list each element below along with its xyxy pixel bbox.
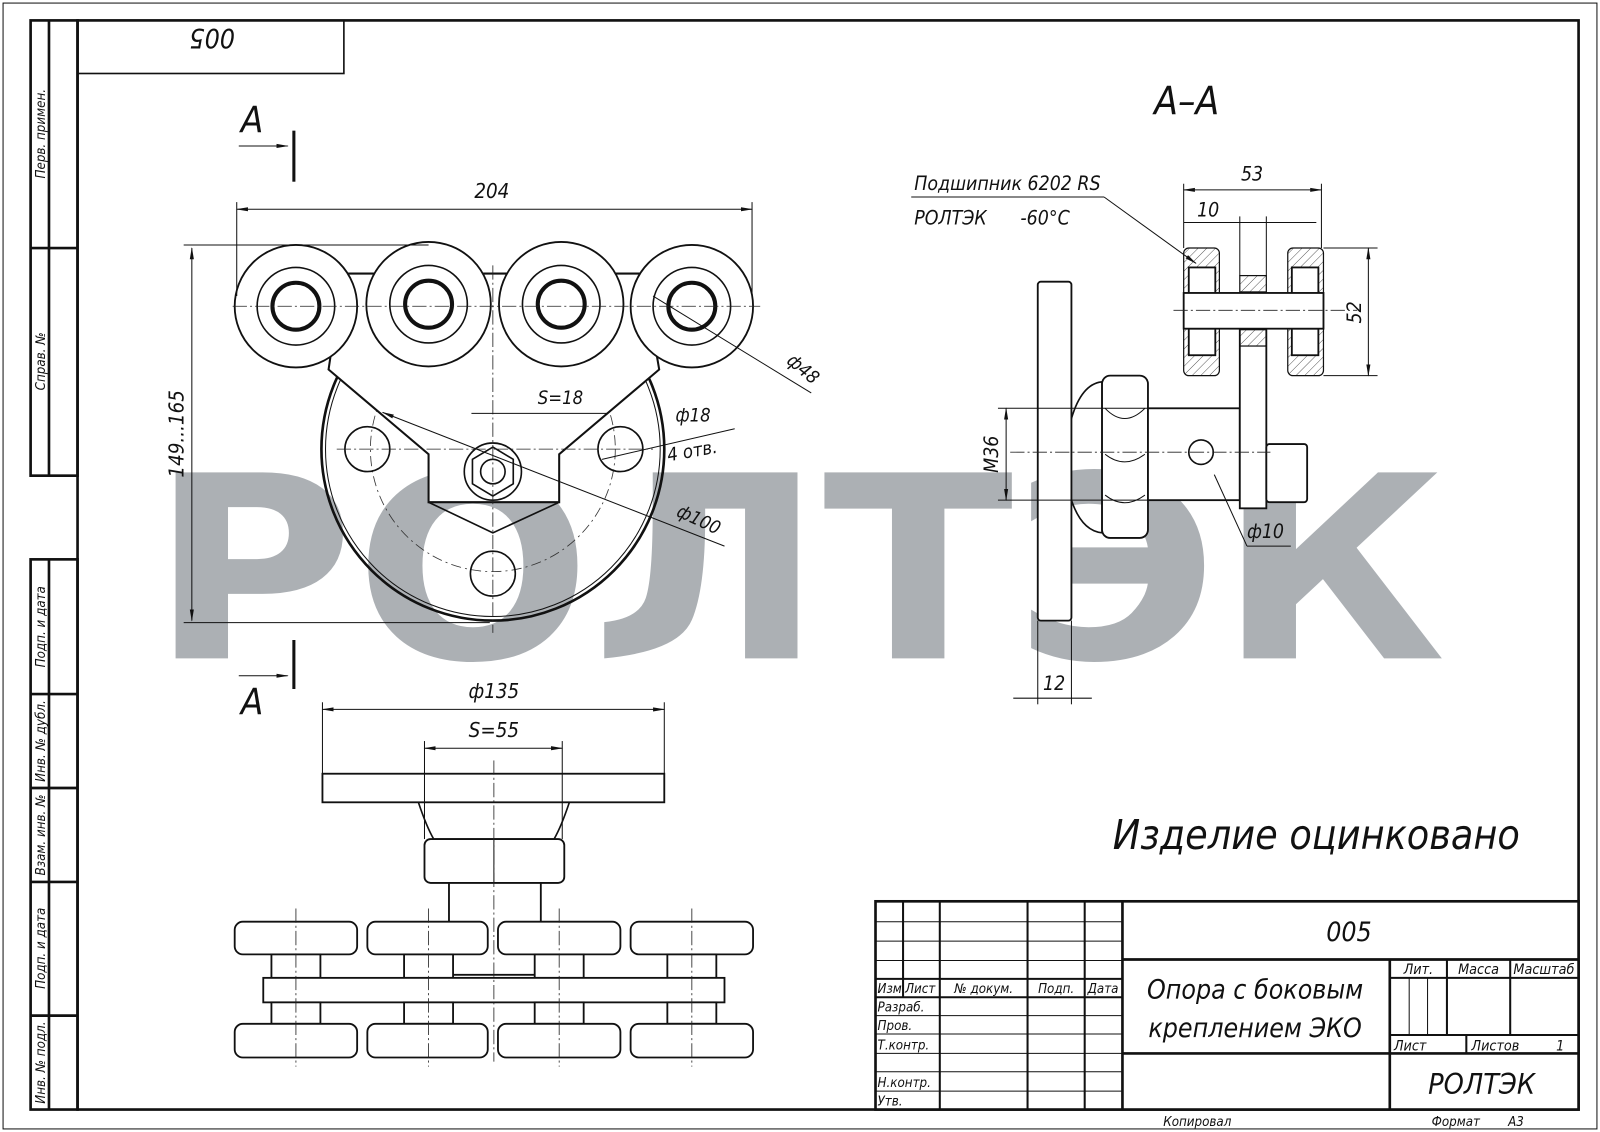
strip-label: Перв. примен. <box>34 89 49 179</box>
strip-label: Справ. № <box>34 332 49 390</box>
section-mark-bottom: А <box>239 681 264 724</box>
strip-label: Инв. № дубл. <box>33 700 49 782</box>
coating-note: Изделие оцинковано <box>1113 811 1520 859</box>
product-name-line1: Опора с боковым <box>1147 974 1363 1005</box>
dim-10: 10 <box>1197 198 1219 221</box>
scale-label: Масштаб <box>1513 962 1574 978</box>
dim-plate-thickness: 12 <box>1043 672 1065 695</box>
role-approved: Утв. <box>878 1094 903 1109</box>
dim-thread: М36 <box>980 436 1003 473</box>
title-block: Изм. Лист № докум. Подп. Дата Разраб. Пр… <box>874 899 1580 1130</box>
code-rotated: 005 <box>189 22 235 53</box>
product-name-line2: креплением ЭКО <box>1148 1013 1361 1044</box>
dim-wrench: S=18 <box>538 388 583 409</box>
header-signature: Подп. <box>1038 982 1074 997</box>
side-strip: Перв. примен. Справ. № Подп. и дата Инв.… <box>29 19 79 1111</box>
bottom-view: ф135 S=55 <box>233 679 754 1067</box>
dim-plate-diameter: ф135 <box>469 679 520 703</box>
section-view: А–А Подшипник 6202 RS РОЛТЭК -60°C <box>911 79 1378 705</box>
section-title: А–А <box>1152 79 1219 124</box>
bearing-temperature: -60°C <box>1020 207 1070 230</box>
sheets-label: Листов <box>1470 1038 1519 1054</box>
mass-label: Масса <box>1458 962 1499 978</box>
header-sheet: Лист <box>904 982 936 997</box>
front-view: А А 204 <box>165 99 823 724</box>
code-box <box>76 19 345 75</box>
bearing-brand: РОЛТЭК <box>914 207 988 230</box>
dim-52: 52 <box>1343 301 1366 323</box>
bearing-label: Подшипник 6202 RS <box>914 172 1100 195</box>
dim-height: 149...165 <box>165 390 189 478</box>
strip-label: Взам. инв. № <box>34 794 49 875</box>
format-label: Формат <box>1432 1115 1481 1130</box>
strip-label: Подп. и дата <box>34 908 49 989</box>
lit-label: Лит. <box>1403 962 1434 978</box>
dim-pin: ф10 <box>1247 520 1284 543</box>
section-mark-top: А <box>239 99 264 142</box>
role-norm-control: Н.контр. <box>878 1076 931 1091</box>
dim-roller: ф48 <box>783 350 823 389</box>
header-date: Дата <box>1087 982 1119 997</box>
role-checker: Пров. <box>878 1019 913 1034</box>
header-change: Изм. <box>878 982 906 997</box>
dim-nut-wrench: S=55 <box>469 718 519 742</box>
strip-label: Подп. и дата <box>34 586 49 667</box>
sheet-label: Лист <box>1393 1038 1427 1054</box>
copied-label: Копировал <box>1163 1115 1231 1130</box>
designation: 005 <box>1326 917 1372 948</box>
sheets-value: 1 <box>1556 1038 1564 1054</box>
role-tech-control: Т.контр. <box>878 1038 930 1053</box>
company-name: РОЛТЭК <box>1428 1067 1537 1101</box>
dim-hole: ф18 <box>676 406 711 427</box>
header-doc-number: № докум. <box>953 982 1013 997</box>
dim-width: 204 <box>474 179 509 203</box>
strip-label: Инв. № подл. <box>34 1021 49 1103</box>
format-value: А3 <box>1507 1115 1524 1130</box>
role-developer: Разраб. <box>878 1000 925 1016</box>
dim-53: 53 <box>1241 163 1263 186</box>
